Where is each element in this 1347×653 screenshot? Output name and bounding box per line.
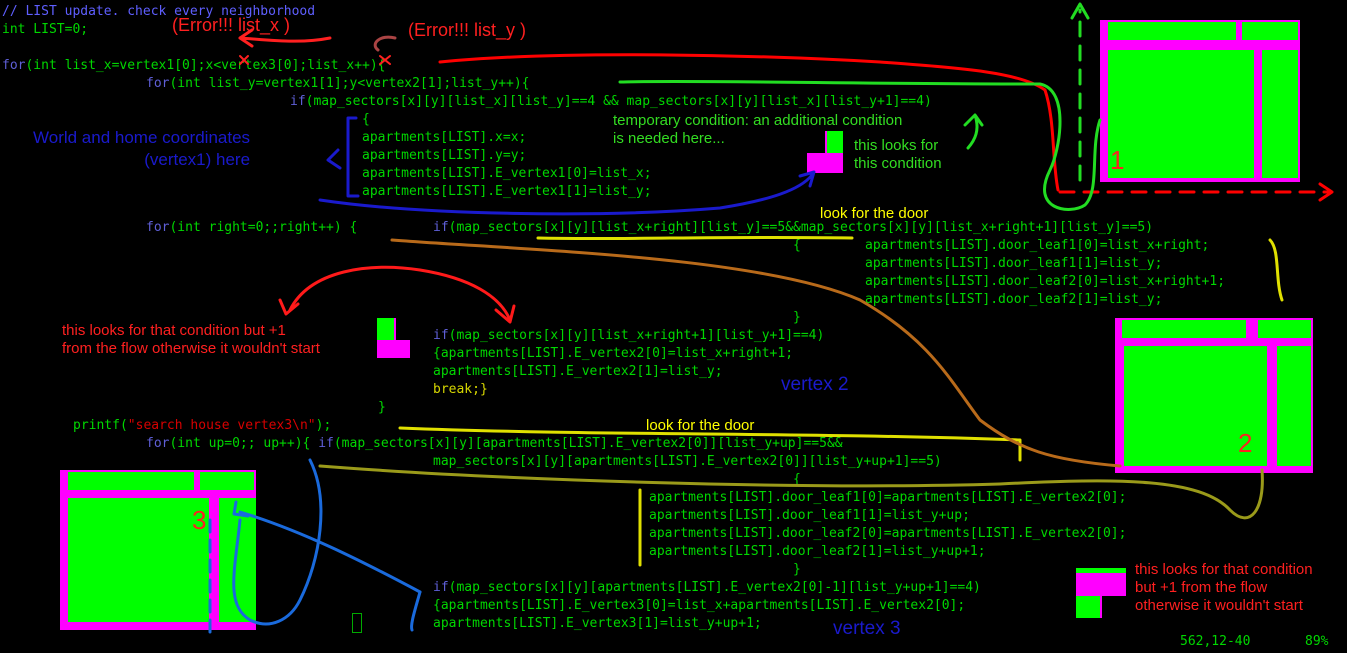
code-text: (map_sectors[x][y][list_x][list_y]==4 &&… bbox=[305, 94, 932, 109]
code-line: apartments[LIST].door_leaf2[1]=list_y; bbox=[865, 292, 1163, 307]
code-text: (int list_y=vertex1[1];y<vertex2[1];list… bbox=[169, 76, 530, 91]
keyword-if: if bbox=[318, 436, 334, 451]
condition-icon-left bbox=[377, 318, 410, 358]
code-line: apartments[LIST].door_leaf2[1]=list_y+up… bbox=[649, 544, 986, 559]
code-line: map_sectors[x][y][apartments[LIST].E_ver… bbox=[433, 454, 942, 469]
code-line: apartments[LIST].door_leaf1[1]=list_y; bbox=[865, 256, 1163, 271]
code-line: apartments[LIST].door_leaf2[0]=apartment… bbox=[649, 526, 1127, 541]
keyword-for: for bbox=[146, 220, 170, 235]
code-line: apartments[LIST].E_vertex1[0]=list_x; bbox=[362, 166, 652, 181]
code-line: apartments[LIST].E_vertex3[1]=list_y+up+… bbox=[433, 616, 762, 631]
code-line: { bbox=[793, 472, 801, 487]
code-line-if-door: if(map_sectors[x][y][list_x+right][list_… bbox=[433, 219, 1153, 237]
error-list-y-note: (Error!!! list_y ) bbox=[408, 20, 527, 40]
status-position: 562,12-40 bbox=[1180, 634, 1251, 649]
keyword-for: for bbox=[2, 58, 26, 73]
code-text: printf( bbox=[73, 418, 128, 433]
code-line-if-vertex2: if(map_sectors[x][y][list_x+right+1][lis… bbox=[433, 327, 824, 345]
error-list-x-note: (Error!!! list_x ) bbox=[172, 15, 291, 35]
looks-for-this-note: this looks for this condition bbox=[854, 137, 942, 172]
code-line: apartments[LIST].x=x; bbox=[362, 130, 527, 145]
keyword-for: for bbox=[146, 76, 170, 91]
code-line: apartments[LIST].door_leaf2[0]=list_x+ri… bbox=[865, 274, 1226, 289]
code-line-comment: // LIST update. check every neighborhood bbox=[2, 4, 316, 19]
code-line: {apartments[LIST].E_vertex2[0]=list_x+ri… bbox=[433, 346, 794, 361]
code-line-for-x: for(int list_x=vertex1[0];x<vertex3[0];l… bbox=[2, 57, 386, 75]
code-line-if-vertex1: if(map_sectors[x][y][list_x][list_y]==4 … bbox=[290, 93, 932, 111]
keyword-for: for bbox=[146, 436, 170, 451]
temporary-condition-note: temporary condition: an additional condi… bbox=[613, 112, 903, 147]
code-text: ); bbox=[315, 418, 332, 433]
code-line-printf: printf("search house vertex3\n"); bbox=[73, 417, 331, 435]
code-line: apartments[LIST].E_vertex1[1]=list_y; bbox=[362, 184, 652, 199]
code-line-for-y: for(int list_y=vertex1[1];y<vertex2[1];l… bbox=[146, 75, 530, 93]
keyword-if: if bbox=[433, 328, 449, 343]
code-line-break: break;} bbox=[433, 382, 488, 397]
code-line: apartments[LIST].E_vertex2[1]=list_y; bbox=[433, 364, 723, 379]
code-line-int: int LIST=0; bbox=[2, 22, 89, 37]
code-line-if-vertex3: if(map_sectors[x][y][apartments[LIST].E_… bbox=[433, 579, 981, 597]
code-line: apartments[LIST].door_leaf1[0]=list_x+ri… bbox=[865, 238, 1210, 253]
room-number-2: 2 bbox=[1238, 428, 1253, 458]
room-map-2 bbox=[1115, 318, 1313, 473]
condition-icon-top bbox=[807, 131, 843, 173]
look-for-door-note-2: look for the door bbox=[646, 417, 755, 434]
world-home-note: World and home coordinates (vertex1) her… bbox=[33, 128, 251, 169]
look-for-door-note-1: look for the door bbox=[820, 205, 929, 222]
room-number-3: 3 bbox=[192, 505, 207, 535]
vertex2-label: vertex 2 bbox=[781, 374, 849, 395]
code-line: { bbox=[793, 238, 801, 253]
code-line: } bbox=[793, 562, 801, 577]
code-line: { bbox=[362, 112, 370, 127]
room-map-3 bbox=[60, 470, 256, 630]
room-number-1: 1 bbox=[1110, 145, 1125, 175]
looks-for-that-note-left: this looks for that condition but +1 fro… bbox=[62, 322, 320, 357]
code-text: (map_sectors[x][y][apartments[LIST].E_ve… bbox=[333, 436, 843, 451]
code-text: (map_sectors[x][y][list_x+right+1][list_… bbox=[448, 328, 825, 343]
keyword-if: if bbox=[433, 580, 449, 595]
code-text: (int list_x=vertex1[0];x<vertex3[0];list… bbox=[25, 58, 386, 73]
code-text: (int right=0;;right++) { bbox=[169, 220, 358, 235]
code-line: } bbox=[378, 400, 386, 415]
code-text: (map_sectors[x][y][list_x+right][list_y]… bbox=[448, 220, 1154, 235]
keyword-if: if bbox=[290, 94, 306, 109]
code-line: apartments[LIST].door_leaf1[1]=list_y+up… bbox=[649, 508, 970, 523]
code-line-for-up: for(int up=0;; up++){ if(map_sectors[x][… bbox=[146, 435, 843, 453]
looks-for-that-note-right: this looks for that condition but +1 fro… bbox=[1135, 561, 1313, 614]
keyword-if: if bbox=[433, 220, 449, 235]
vertex3-label: vertex 3 bbox=[833, 618, 901, 639]
string-literal: "search house vertex3\n" bbox=[127, 418, 316, 433]
text-cursor bbox=[352, 613, 362, 633]
room-map-1 bbox=[1100, 20, 1300, 182]
code-line-for-right: for(int right=0;;right++) { bbox=[146, 219, 357, 237]
condition-icon-right bbox=[1076, 568, 1126, 618]
status-percent: 89% bbox=[1305, 634, 1329, 649]
code-text: (map_sectors[x][y][apartments[LIST].E_ve… bbox=[448, 580, 981, 595]
code-line: } bbox=[793, 310, 801, 325]
code-text: (int up=0;; up++){ bbox=[169, 436, 319, 451]
code-line: apartments[LIST].door_leaf1[0]=apartment… bbox=[649, 490, 1127, 505]
code-line: apartments[LIST].y=y; bbox=[362, 148, 527, 163]
code-line: {apartments[LIST].E_vertex3[0]=list_x+ap… bbox=[433, 598, 966, 613]
